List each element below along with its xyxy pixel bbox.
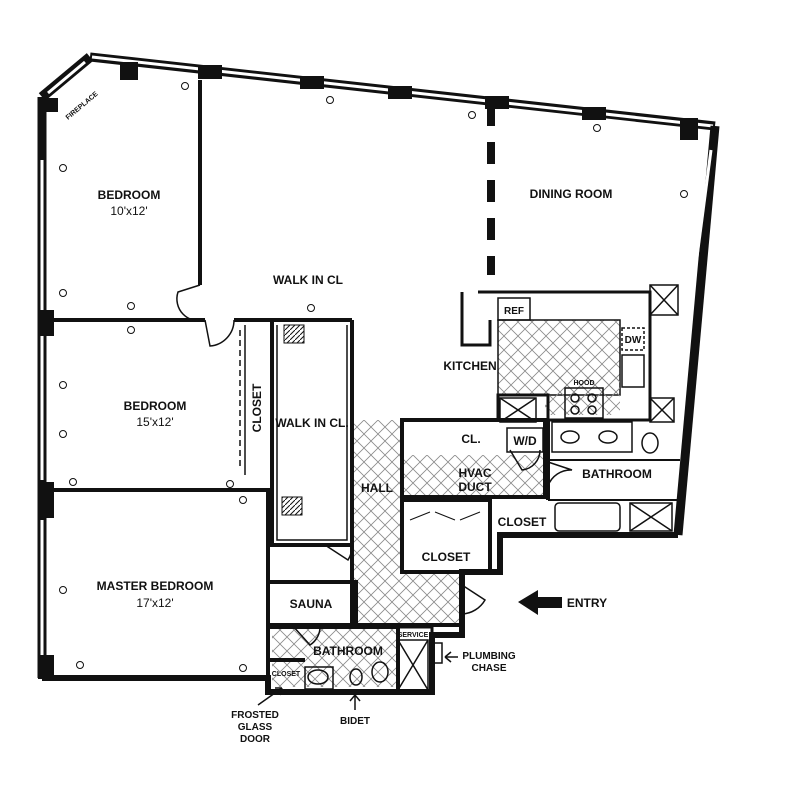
bath-main-label: BATHROOM (582, 467, 652, 481)
kitchen-back (460, 292, 492, 347)
frosted-arrow (257, 687, 283, 706)
plumbing-arrow (444, 651, 458, 663)
walkin-box (270, 320, 354, 547)
closet-right-label: CLOSET (498, 515, 547, 529)
ref-box (497, 297, 531, 321)
wd-door (509, 449, 541, 471)
bidet-arrow (349, 694, 361, 710)
service-label: SERVICE (398, 632, 429, 639)
bedroom2-door (204, 319, 235, 347)
service-wall (398, 625, 434, 692)
entry-arrow (518, 590, 562, 615)
ref-label: REF (504, 306, 524, 317)
dw-label: DW (625, 335, 642, 346)
dining-label: DINING ROOM (530, 187, 613, 201)
kitchen-xbox-3 (649, 397, 675, 423)
right-wall (673, 125, 720, 536)
bathtub (554, 502, 621, 532)
wd-box (506, 427, 544, 453)
hvac-line2: DUCT (458, 480, 492, 494)
plumbing-chase-box (431, 642, 443, 664)
fixtures (239, 284, 679, 691)
outlet-markers (59, 82, 688, 672)
bath-xbox (629, 502, 673, 532)
entry-door (461, 584, 487, 615)
right-wall-glass (690, 149, 713, 296)
bidet-label: BIDET (340, 716, 370, 727)
dw-box (621, 327, 645, 351)
sink-box (621, 354, 645, 388)
plumbing-line1: PLUMBING (462, 651, 516, 662)
bedroom2-name: BEDROOM (124, 399, 187, 413)
toilet-master (371, 661, 389, 683)
interior-walls (42, 80, 680, 692)
bidet-fixture (349, 668, 363, 686)
labels: FIREPLACE BEDROOM 10'x12' DINING ROOM WA… (65, 90, 652, 745)
kitchen-label: KITCHEN (443, 359, 496, 373)
master-size: 17'x12' (136, 596, 173, 610)
master-sink (307, 669, 329, 685)
plumbing-line2: CHASE (471, 663, 506, 674)
hood-box (564, 387, 604, 419)
kitchen-xbox-1 (499, 397, 537, 423)
sauna-label: SAUNA (290, 597, 333, 611)
bedroom1-door (176, 284, 206, 322)
frosted-line3: DOOR (240, 734, 271, 745)
duct-square-bottom (281, 496, 303, 516)
bath-main-box (548, 459, 680, 501)
service-box (397, 639, 429, 691)
closet-vertical-label: CLOSET (250, 383, 264, 432)
cl-label: CL. (461, 432, 480, 446)
fireplace-glass (47, 60, 86, 95)
fireplace-label: FIREPLACE (65, 90, 100, 121)
walkin-inner (276, 325, 348, 541)
duct-square-top (283, 324, 305, 344)
closet-doors (409, 511, 481, 521)
hood-label: HOOD (574, 380, 595, 387)
closet-small-label: CLOSET (422, 550, 471, 564)
doors (176, 284, 573, 646)
bottom-wall (42, 532, 678, 695)
closet-tiny-label: CLOSET (272, 671, 301, 678)
kitchen-xbox-2 (649, 284, 679, 316)
vanity (551, 421, 633, 453)
sauna-door (291, 624, 321, 646)
frosted-line2: GLASS (238, 722, 273, 733)
frosted-line1: FROSTED (231, 710, 279, 721)
hvac-floor (402, 455, 547, 497)
hvac-line1: HVAC (458, 466, 491, 480)
bath-master-label: BATHROOM (313, 644, 383, 658)
bath-door (547, 461, 573, 487)
closet-lower-box (400, 498, 492, 574)
hood-floor (545, 375, 620, 415)
hall-label: HALL (361, 481, 393, 495)
bedroom1-name: BEDROOM (98, 188, 161, 202)
hatched-floors (272, 319, 621, 687)
master-name: MASTER BEDROOM (97, 579, 214, 593)
hall-floor (352, 420, 460, 625)
master-bath-floor (272, 627, 397, 687)
bedroom2-size: 15'x12' (136, 415, 173, 429)
walkin-cl2-label: WALK IN CL. (275, 416, 348, 430)
toilet-main (641, 432, 659, 454)
walkin-cl-label: WALK IN CL (273, 273, 343, 287)
bedroom1-size: 10'x12' (110, 204, 147, 218)
entry-label: ENTRY (567, 596, 607, 610)
wd-label: W/D (513, 434, 537, 448)
walkin-door (324, 544, 353, 562)
